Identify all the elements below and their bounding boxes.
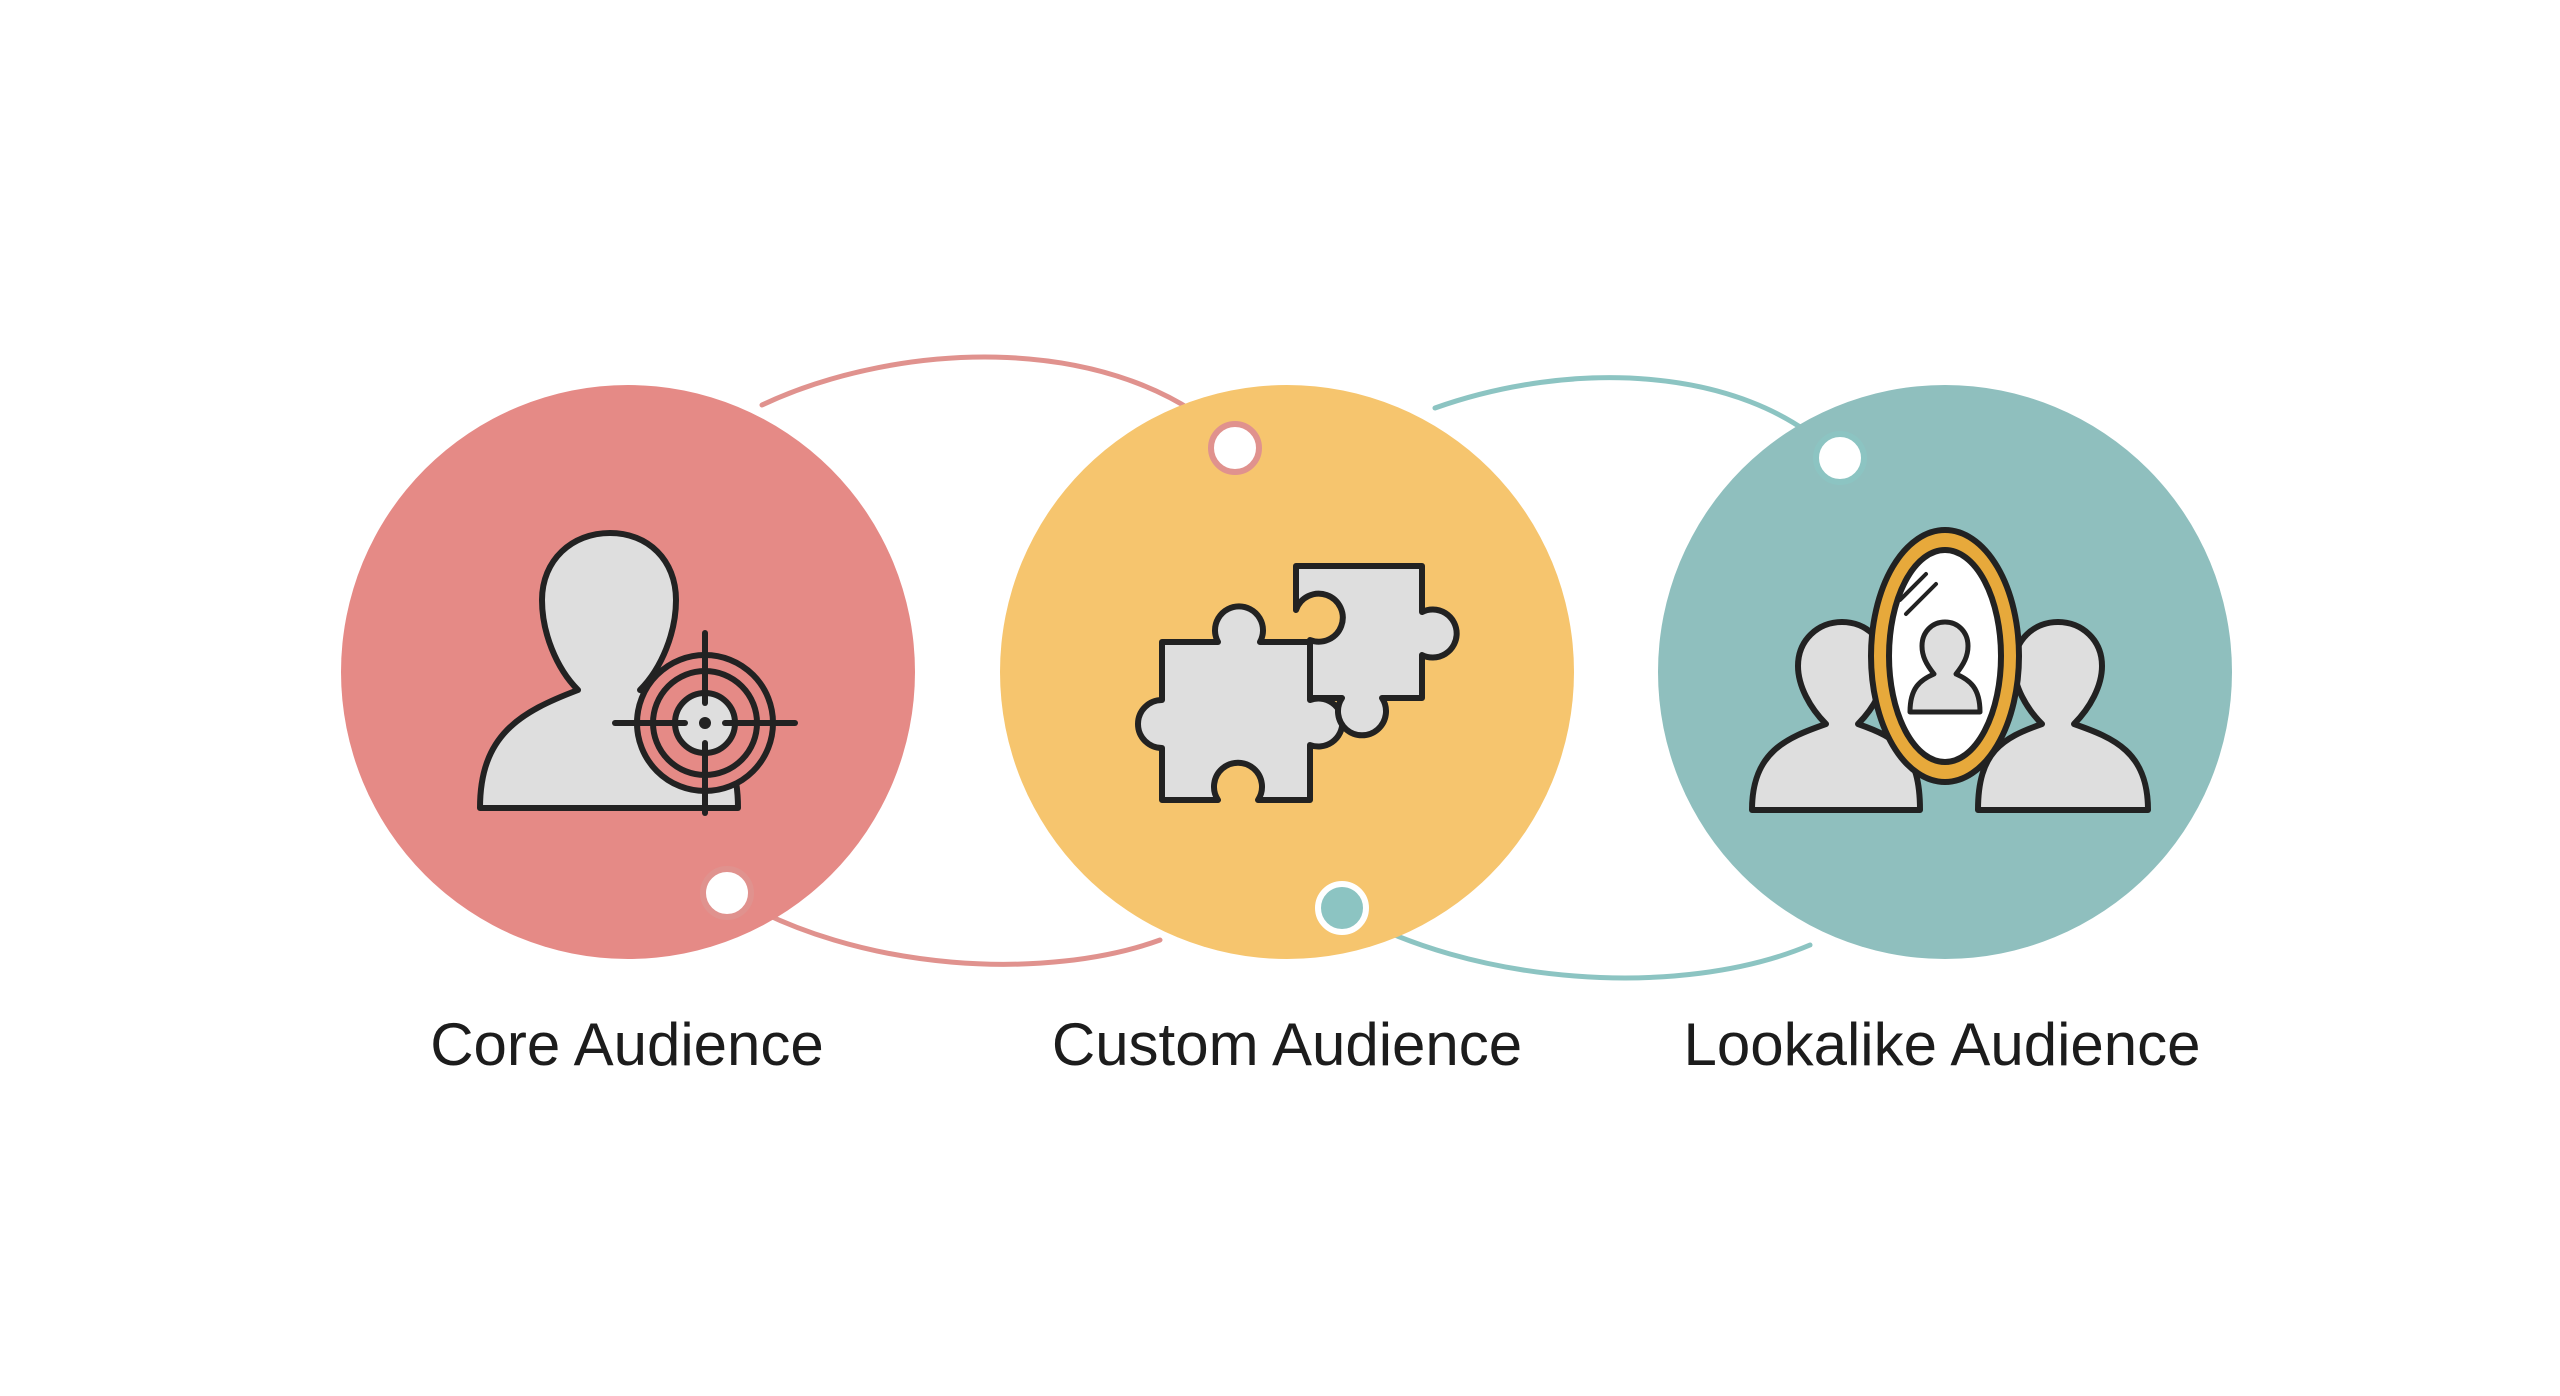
- people-mirror-icon: [1749, 527, 2151, 813]
- connector-node-core-bottom: [700, 866, 754, 920]
- connector-node-lookalike-top: [1813, 431, 1867, 485]
- connector-arc-custom-lookalike-top: [1432, 375, 1835, 455]
- connector-arc-core-custom-top: [759, 354, 1238, 448]
- segment-label-lookalike: Lookalike Audience: [1683, 1011, 2201, 1078]
- connector-node-custom-top: [1208, 421, 1262, 475]
- person-target-icon: [477, 530, 798, 816]
- puzzle-pieces-icon: [1135, 563, 1460, 803]
- segment-label-core: Core Audience: [430, 1011, 824, 1078]
- connector-arc-core-custom-bottom: [722, 889, 1163, 967]
- segment-label-custom: Custom Audience: [1051, 1011, 1523, 1078]
- connector-node-custom-bottom: [1315, 881, 1369, 935]
